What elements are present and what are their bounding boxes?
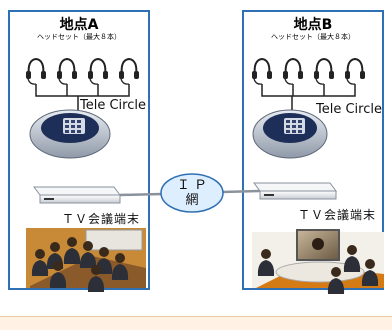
site-a-headsets (25, 58, 140, 112)
site-b-headset-note: ヘッドセット（最大８本） (271, 33, 355, 41)
headset-icon (282, 58, 304, 86)
site-a-meeting-room-photo (26, 228, 146, 292)
headset-icon (25, 58, 47, 86)
site-a-tv-terminal (33, 186, 121, 204)
headset-icon (118, 58, 140, 86)
site-b-title: 地点B (293, 17, 333, 33)
headset-icon (344, 58, 366, 86)
headset-icon (56, 58, 78, 86)
ip-network-cloud (160, 173, 224, 213)
site-b-meeting-room-photo (252, 229, 384, 294)
ip-network-label-line2: 網 (185, 193, 199, 208)
site-b-tv-terminal (253, 182, 337, 200)
site-b-device-label: Tele Circle (316, 102, 382, 117)
site-a-title: 地点A (59, 17, 99, 33)
site-a-device-label: Tele Circle (80, 98, 146, 113)
headset-icon (313, 58, 335, 86)
site-b-headsets (251, 58, 366, 110)
site-b-endpoint-label: ＴＶ会議端末 (298, 208, 377, 222)
headset-icon (251, 58, 273, 86)
site-a-endpoint-label: ＴＶ会議端末 (62, 212, 141, 226)
site-b-tele-circle-device (252, 109, 328, 159)
site-a-tele-circle-device (29, 109, 111, 159)
ip-network-label: Ｉ Ｐ 網 (160, 178, 224, 208)
headset-icon (87, 58, 109, 86)
ip-network-link (119, 173, 261, 213)
ip-network-label-line1: Ｉ Ｐ (176, 178, 208, 193)
site-a-headset-note: ヘッドセット（最大８本） (37, 33, 121, 41)
bottom-band (0, 316, 392, 330)
